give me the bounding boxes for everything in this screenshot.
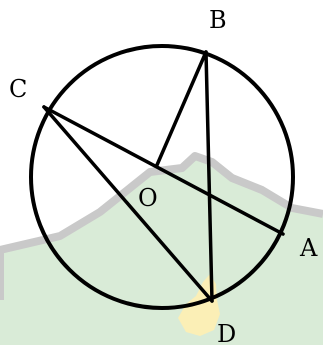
point-label-d: D (217, 320, 236, 345)
background-border-line (0, 152, 323, 300)
point-label-b: B (209, 6, 227, 34)
background-highlight-blob (178, 274, 220, 336)
point-label-c: C (9, 75, 27, 103)
point-label-a: A (299, 234, 318, 262)
point-label-o: O (138, 184, 158, 212)
segment-bd (204, 50, 214, 303)
segment-ob (155, 50, 208, 167)
segment-cd (42, 105, 214, 303)
circle (29, 44, 295, 310)
background-region (0, 156, 323, 345)
segment-ca (42, 105, 285, 236)
